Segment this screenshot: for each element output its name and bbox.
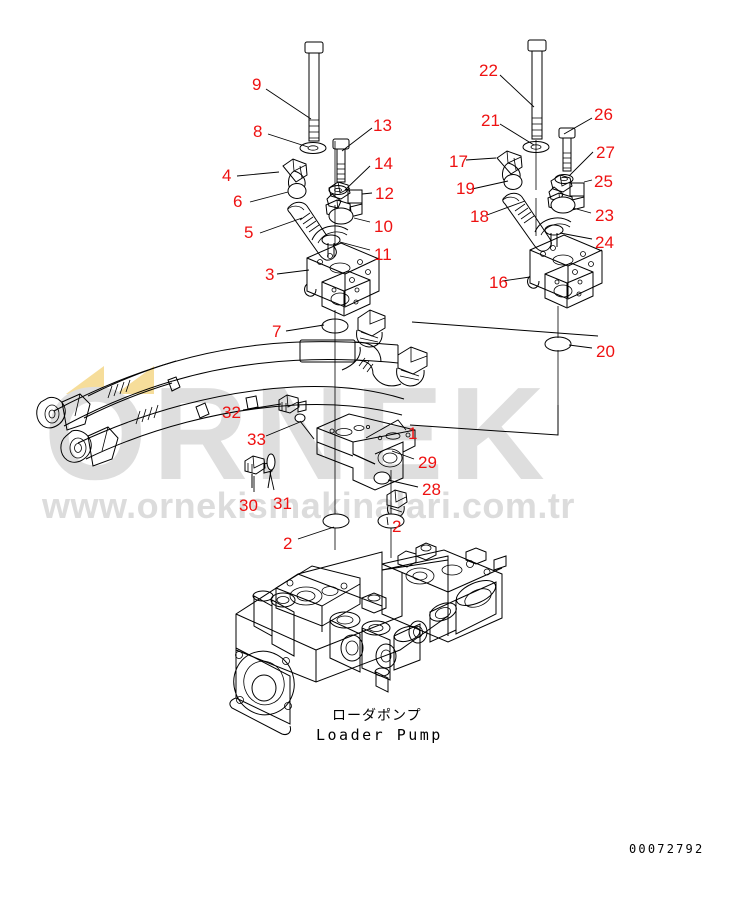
sheet-number: 00072792 bbox=[629, 842, 705, 856]
right-assembly-group bbox=[409, 39, 603, 436]
callout-28: 28 bbox=[422, 480, 441, 499]
callout-11: 11 bbox=[374, 245, 392, 264]
callout-10: 10 bbox=[374, 217, 393, 236]
part-2-oring-left bbox=[322, 513, 350, 529]
callout-14: 14 bbox=[374, 154, 393, 173]
part-13-short-bolt bbox=[332, 138, 350, 183]
callout-19: 19 bbox=[456, 179, 475, 198]
callout-4: 4 bbox=[222, 166, 232, 185]
callout-2-right: 2 bbox=[392, 517, 402, 536]
part-18-tube bbox=[502, 192, 552, 252]
part-29-plug bbox=[373, 471, 391, 485]
callout-9: 9 bbox=[252, 75, 262, 94]
callout-5: 5 bbox=[244, 223, 254, 242]
callout-18: 18 bbox=[470, 207, 489, 226]
hydraulic-hose-upper bbox=[36, 341, 399, 431]
part-16-valve-block bbox=[527, 217, 603, 309]
part-9-long-bolt bbox=[304, 41, 324, 142]
callout-16: 16 bbox=[489, 273, 508, 292]
callout-13: 13 bbox=[373, 116, 392, 135]
part-26-short-bolt bbox=[558, 127, 576, 172]
caption-japanese: ローダポンプ bbox=[332, 708, 422, 724]
callout-33: 33 bbox=[247, 430, 266, 449]
callout-24: 24 bbox=[595, 233, 614, 252]
part-14-washer bbox=[328, 185, 348, 195]
part-20-ring bbox=[544, 336, 572, 352]
callout-6: 6 bbox=[233, 192, 243, 211]
callout-27: 27 bbox=[596, 143, 615, 162]
part-5-tube bbox=[287, 201, 337, 261]
part-33-pin bbox=[294, 413, 315, 440]
part-8-washer bbox=[299, 142, 327, 154]
right-upper-link bbox=[411, 321, 599, 337]
part-32-fitting bbox=[278, 394, 307, 414]
part-6-oring bbox=[287, 183, 307, 199]
callout-21: 21 bbox=[481, 111, 500, 130]
callout-7: 7 bbox=[272, 322, 282, 341]
part-1-manifold-body bbox=[316, 413, 416, 491]
callout-3: 3 bbox=[265, 265, 275, 284]
right-center-axis bbox=[535, 140, 559, 405]
callout-20: 20 bbox=[596, 342, 615, 361]
callout-22: 22 bbox=[479, 61, 498, 80]
callout-23: 23 bbox=[595, 206, 614, 225]
part-19-oring bbox=[503, 174, 523, 190]
callout-29: 29 bbox=[418, 453, 437, 472]
crossover-tube bbox=[299, 339, 428, 387]
part-28-fitting bbox=[386, 489, 408, 518]
part-30-fitting bbox=[244, 455, 273, 488]
callout-17: 17 bbox=[449, 152, 468, 171]
part-10-oring bbox=[328, 207, 354, 225]
part-3-valve-block bbox=[304, 225, 380, 317]
loader-pump-assembly bbox=[229, 542, 507, 735]
part-27-washer bbox=[554, 174, 574, 184]
leader-lines bbox=[236, 74, 594, 540]
callout-25: 25 bbox=[594, 172, 613, 191]
manifold-group bbox=[244, 394, 416, 558]
callout-30: 30 bbox=[239, 496, 258, 515]
callout-2-left: 2 bbox=[283, 534, 293, 553]
hydraulic-hose-lower bbox=[60, 386, 405, 467]
callout-1: 1 bbox=[408, 424, 418, 443]
callout-31: 31 bbox=[273, 494, 292, 513]
callout-8: 8 bbox=[253, 122, 263, 141]
right-routing-line bbox=[409, 405, 559, 436]
callout-12: 12 bbox=[375, 184, 394, 203]
part-11-plug bbox=[321, 234, 341, 257]
callout-26: 26 bbox=[594, 105, 613, 124]
caption-english: Loader Pump bbox=[316, 726, 443, 744]
part-23-oring bbox=[550, 196, 576, 214]
left-assembly-group bbox=[36, 41, 428, 550]
callout-32: 32 bbox=[222, 403, 241, 422]
part-31-seal bbox=[266, 453, 276, 489]
part-22-long-bolt bbox=[527, 39, 547, 140]
